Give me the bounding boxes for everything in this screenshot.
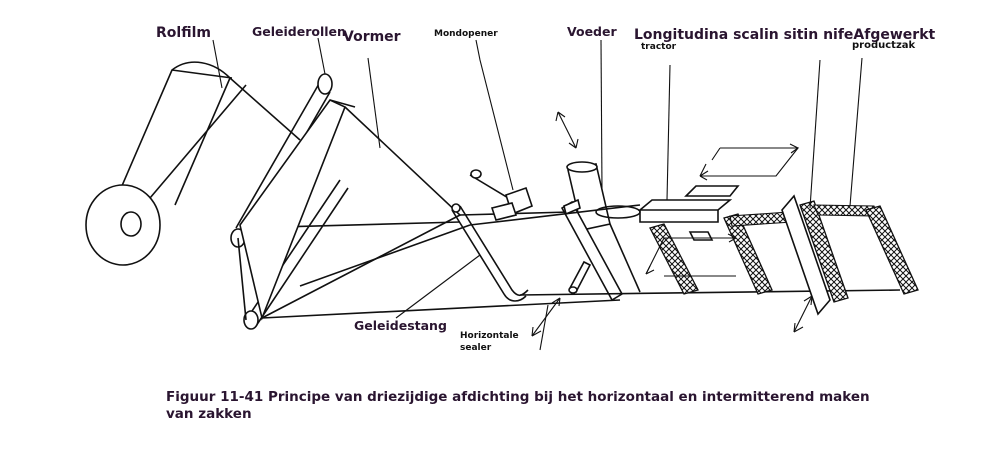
label-sealer: sealer [460, 343, 492, 353]
caption-line-1: Figuur 11-41 Principe van driezijdige af… [166, 389, 870, 405]
label-geleidestang: Geleidestang [354, 318, 447, 333]
label-rolfilm: Rolfilm [156, 25, 211, 41]
guide-rod [451, 203, 529, 302]
motion-arrows [531, 111, 813, 337]
label-vormer: Vormer [343, 29, 401, 45]
leader-lines [212, 37, 863, 351]
knife-and-bag [781, 194, 919, 316]
film-roll [85, 61, 301, 266]
label-horizontale: Horizontale [460, 331, 519, 341]
label-geleiderollen: Geleiderollen [252, 24, 346, 39]
label-tractor: tractor [641, 42, 677, 52]
label-voeder: Voeder [567, 24, 617, 39]
label-longitudinal-sealing: Longitudina scalin sitin nifeAfgewerkt [634, 27, 936, 43]
label-mondopener: Mondopener [434, 29, 498, 39]
mouth-opener [469, 169, 533, 221]
figure-caption: Figuur 11-41 Principe van driezijdige af… [166, 389, 886, 423]
label-productzak: productzak [852, 40, 916, 51]
caption-line-2: van zakken [166, 405, 252, 422]
